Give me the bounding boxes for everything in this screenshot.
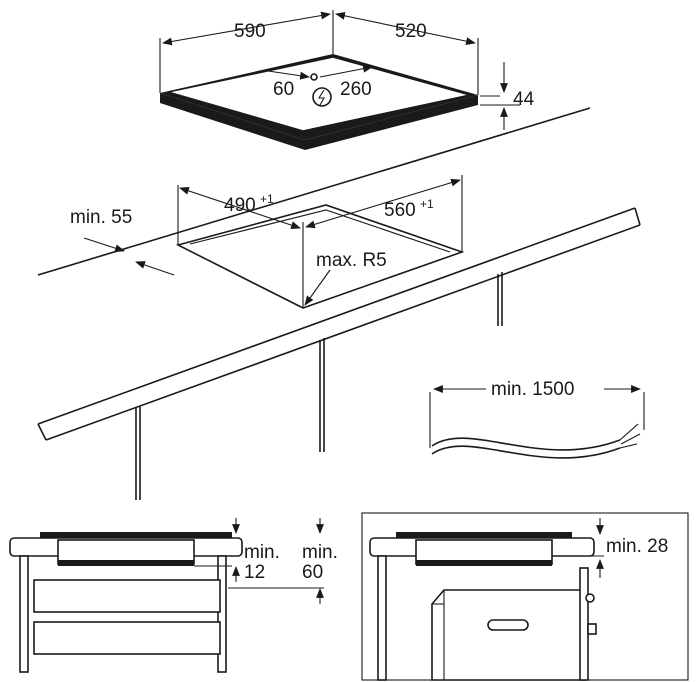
cutout-depth-label: 560	[384, 200, 416, 221]
hob-height-label: 44	[513, 89, 535, 110]
hob-depth-dim-line	[335, 11, 476, 46]
cutout-width-tolerance: +1	[260, 192, 274, 206]
cutout-width-dim-line	[179, 187, 301, 229]
cable-drawing	[429, 392, 645, 459]
left-section-drawing	[9, 532, 243, 673]
left-min-label-b: min.	[302, 542, 338, 563]
hob-width-label: 590	[234, 21, 266, 42]
edge-min-label: min. 55	[70, 207, 132, 228]
left-gap-b-label: 60	[302, 562, 323, 583]
cutout-depth-tolerance: +1	[420, 197, 434, 211]
cutout-drawing	[175, 175, 465, 309]
cable-right-label: 260	[340, 79, 372, 100]
cutout-radius-label: max. R5	[316, 250, 387, 271]
hob-width-dim-line	[162, 11, 331, 46]
hob-drawing	[159, 10, 479, 150]
cable-entry-point	[310, 73, 318, 81]
cutout-depth-dim-line	[305, 178, 461, 229]
left-gap-a-label: 12	[244, 562, 265, 583]
hob-depth-label: 520	[395, 21, 427, 42]
cutout-width-label: 490	[224, 195, 256, 216]
cable-length-label: min. 1500	[491, 379, 574, 400]
left-min-label-a: min.	[244, 542, 280, 563]
right-gap-label: min. 28	[606, 536, 668, 557]
cable-left-label: 60	[273, 79, 294, 100]
power-symbol-icon	[312, 87, 332, 107]
worktop-drawing	[37, 107, 641, 500]
right-section-drawing	[361, 512, 689, 681]
